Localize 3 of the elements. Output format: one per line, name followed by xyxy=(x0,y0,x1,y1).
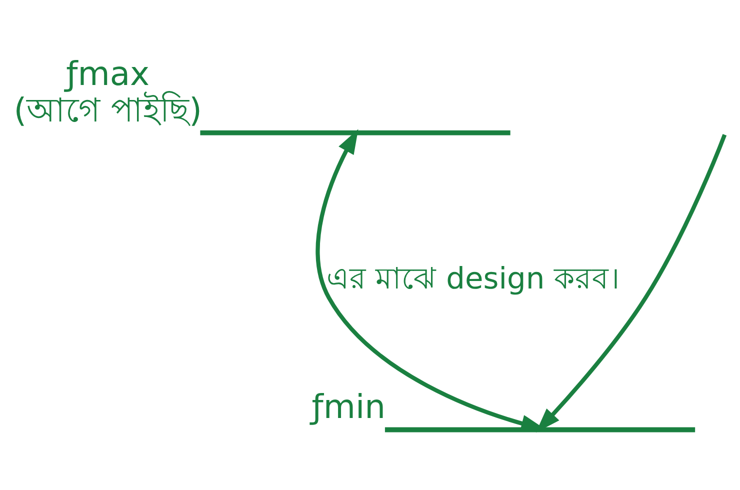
node-label: ƒmin xyxy=(312,387,386,426)
node-label: ƒmax xyxy=(66,54,150,93)
edge-label: এর মাঝে design করব। xyxy=(326,262,620,297)
